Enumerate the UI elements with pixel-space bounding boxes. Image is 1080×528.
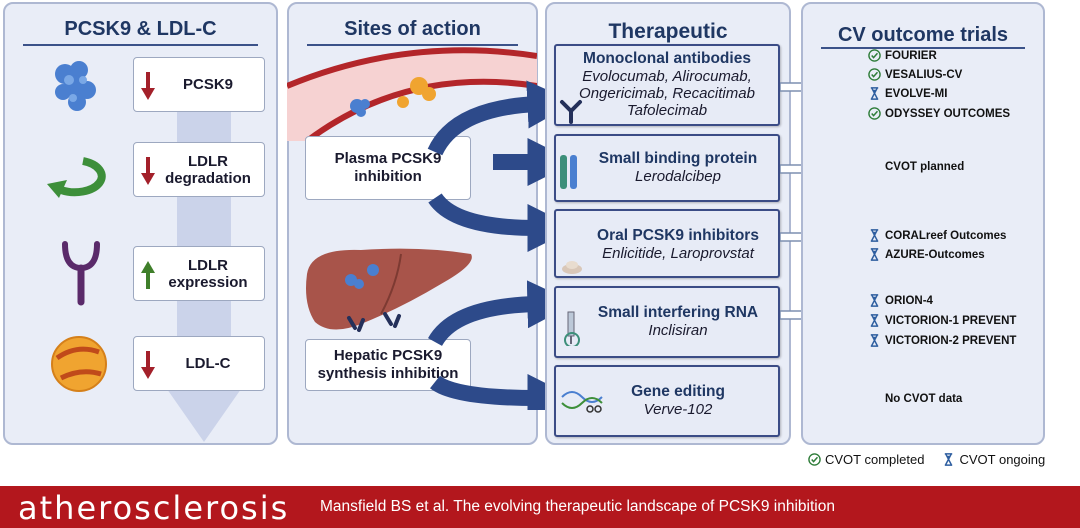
panel-cv-outcome-trials: CV outcome trials <box>801 2 1045 445</box>
trial-item: ODYSSEY OUTCOMES <box>868 107 1010 120</box>
ldl-chain-label: LDLR degradation <box>165 152 251 187</box>
trial-item: CORALreef Outcomes <box>868 229 1006 242</box>
therapy-heading: Gene editing <box>631 383 725 400</box>
trial-item: ORION-4 <box>868 294 933 307</box>
site-flow-arrows <box>427 80 565 410</box>
down-arrow-icon <box>141 72 155 100</box>
check-circle-icon <box>868 49 881 62</box>
therapy-agents: Inclisiran <box>648 322 708 339</box>
trial-item: EVOLVE-MI <box>868 87 947 100</box>
title-underline <box>307 44 518 46</box>
trial-name: AZURE-Outcomes <box>885 248 985 261</box>
therapy-heading: Small interfering RNA <box>597 304 759 321</box>
hourglass-icon <box>870 229 879 242</box>
down-arrow-icon <box>141 351 155 379</box>
trial-name: VICTORION-1 PREVENT <box>885 314 1017 327</box>
ldl-receptor-icon <box>62 241 100 306</box>
panel-pcsk9-ldlc: PCSK9 & LDL-C PCSK9 LDLR degradation LDL… <box>3 2 278 445</box>
check-circle-icon <box>808 453 821 466</box>
therapy-agents: Lerodalcibep <box>635 168 721 185</box>
legend-completed: CVOT completed <box>825 452 925 467</box>
therapy-heading: Oral PCSK9 inhibitors <box>597 227 759 244</box>
trial-name: ODYSSEY OUTCOMES <box>885 107 1011 120</box>
dna-scissors-icon <box>561 391 603 413</box>
hourglass-icon <box>945 453 953 466</box>
panel-title: CV outcome trials <box>837 24 1009 46</box>
blood-vessel-icon <box>287 47 537 141</box>
hourglass-icon <box>870 248 879 261</box>
trial-name: VICTORION-2 PREVENT <box>885 334 1017 347</box>
therapy-agents: Enlicitide, Laroprovstat <box>602 245 754 262</box>
ldl-chain-box-ldl-c: LDL-C <box>133 336 265 391</box>
panel-title: Sites of action <box>344 18 481 40</box>
legend: CVOT completed CVOT ongoing <box>808 452 1045 467</box>
binding-protein-icon <box>560 155 577 189</box>
ldl-chain-label: LDLR expression <box>168 256 248 291</box>
ldl-chain-label: PCSK9 <box>182 76 234 93</box>
title-underline <box>821 47 1025 49</box>
hourglass-icon <box>870 334 879 347</box>
therapy-box-mab: Monoclonal antibodies Evolocumab, Aliroc… <box>554 44 780 126</box>
trial-note-binding-protein: CVOT planned <box>885 161 964 173</box>
hourglass-icon <box>870 314 879 327</box>
trial-item: VICTORION-2 PREVENT <box>868 334 1016 347</box>
title-underline <box>23 44 258 46</box>
citation: Mansfield BS et al. The evolving therape… <box>320 498 835 515</box>
therapy-box-oral: Oral PCSK9 inhibitors Enlicitide, Laropr… <box>554 209 780 278</box>
syringe-icon <box>564 311 580 346</box>
legend-ongoing: CVOT ongoing <box>959 452 1046 467</box>
trial-name: CORALreef Outcomes <box>885 229 1007 242</box>
therapy-agents: Verve-102 <box>643 401 713 418</box>
journal-name: atherosclerosis <box>18 489 290 527</box>
trial-note: No CVOT data <box>885 393 963 405</box>
therapy-heading: Monoclonal antibodies <box>583 50 751 67</box>
up-arrow-icon <box>141 261 155 289</box>
ldl-chain-box-ldlr-expression: LDLR expression <box>133 246 265 301</box>
therapy-agents: Evolocumab, Alirocumab, Ongericimab, Rec… <box>579 68 755 119</box>
pcsk9-protein-icon <box>55 61 96 111</box>
check-circle-icon <box>868 68 881 81</box>
trial-note: CVOT planned <box>885 161 965 173</box>
ldl-chain-box-pcsk9: PCSK9 <box>133 57 265 112</box>
trial-item: VESALIUS-CV <box>868 68 962 81</box>
liver-icon <box>306 248 472 332</box>
therapy-heading: Small binding protein <box>598 150 758 167</box>
therapy-box-binding-protein: Small binding protein Lerodalcibep <box>554 134 780 202</box>
ldl-chain-label: LDL-C <box>185 355 231 372</box>
trial-note-gene-editing: No CVOT data <box>885 393 962 405</box>
pill-icon <box>562 261 582 274</box>
trial-name: EVOLVE-MI <box>885 87 948 100</box>
footer-banner: atherosclerosis Mansfield BS et al. The … <box>0 486 1080 528</box>
trial-name: ORION-4 <box>885 294 933 307</box>
trial-name: FOURIER <box>885 49 937 62</box>
trial-item: VICTORION-1 PREVENT <box>868 314 1016 327</box>
hourglass-icon <box>870 87 879 100</box>
hourglass-icon <box>870 294 879 307</box>
recycling-arrow-icon <box>47 157 106 198</box>
therapy-box-sirna: Small interfering RNA Inclisiran <box>554 286 780 358</box>
trial-name: VESALIUS-CV <box>885 68 963 81</box>
ldl-particle-icon <box>51 336 107 392</box>
down-arrow-icon <box>141 157 155 185</box>
check-circle-icon <box>868 107 881 120</box>
ldl-chain-box-ldlr-degradation: LDLR degradation <box>133 142 265 197</box>
trial-item: AZURE-Outcomes <box>868 248 985 261</box>
trial-item: FOURIER <box>868 49 937 62</box>
antibody-icon <box>560 100 582 124</box>
panel-title: PCSK9 & LDL-C <box>64 18 217 40</box>
